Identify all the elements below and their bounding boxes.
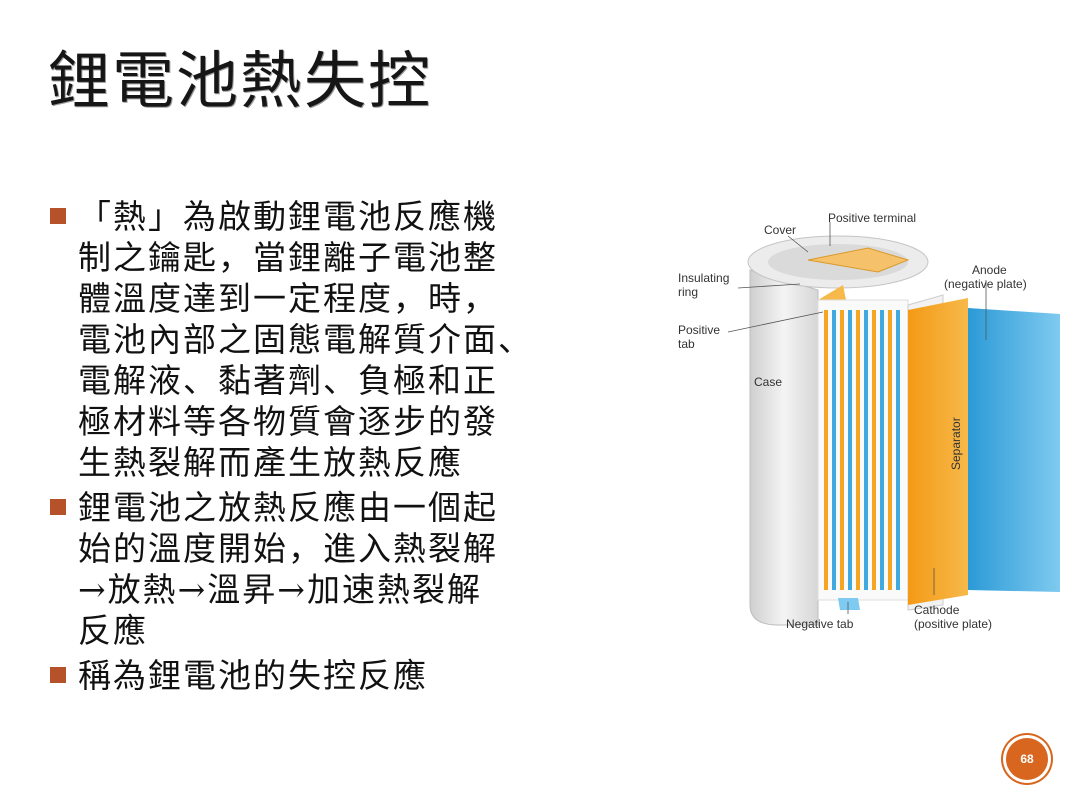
label-positive-terminal: Positive terminal (828, 211, 916, 225)
inner-roll (817, 299, 909, 601)
battery-cutaway-diagram: Cover Positive terminal Insulating ring … (668, 200, 1068, 650)
square-bullet-icon (50, 667, 66, 683)
page-number-badge: 68 (1006, 738, 1048, 780)
bullet-text: 鋰電池之放熱反應由一個起 始的溫度開始，進入熱裂解 →放熱→溫昇→加速熱裂解 反… (78, 488, 498, 650)
label-insulating-ring-1: Insulating (678, 271, 729, 285)
label-negative-tab: Negative tab (786, 617, 854, 631)
bullet-text: 稱為鋰電池的失控反應 (78, 656, 428, 695)
label-insulating-ring-2: ring (678, 285, 698, 299)
bullet-item: 「熱」為啟動鋰電池反應機 制之鑰匙，當鋰離子電池整 體溫度達到一定程度，時， 電… (44, 196, 624, 483)
cathode-sheet (908, 298, 968, 605)
bullet-item: 稱為鋰電池的失控反應 (44, 655, 624, 696)
negative-tab (838, 598, 860, 610)
label-cover: Cover (764, 223, 796, 237)
label-cathode-1: Cathode (914, 603, 960, 617)
bullet-text: 「熱」為啟動鋰電池反應機 制之鑰匙，當鋰離子電池整 體溫度達到一定程度，時， 電… (78, 197, 533, 482)
square-bullet-icon (50, 208, 66, 224)
bullet-list: 「熱」為啟動鋰電池反應機 制之鑰匙，當鋰離子電池整 體溫度達到一定程度，時， 電… (44, 196, 624, 700)
square-bullet-icon (50, 499, 66, 515)
label-case: Case (754, 375, 782, 389)
anode-sheet (968, 308, 1060, 592)
label-anode-1: Anode (972, 263, 1007, 277)
bullet-item: 鋰電池之放熱反應由一個起 始的溫度開始，進入熱裂解 →放熱→溫昇→加速熱裂解 反… (44, 487, 624, 651)
leader-lines (727, 222, 987, 614)
label-anode-2: (negative plate) (944, 277, 1027, 291)
label-positive-tab-2: tab (678, 337, 695, 351)
positive-terminal (807, 247, 910, 273)
battery-case (749, 269, 819, 626)
battery-illustration: Cover Positive terminal Insulating ring … (678, 211, 1060, 631)
label-cathode-2: (positive plate) (914, 617, 992, 631)
label-positive-tab-1: Positive (678, 323, 720, 337)
electrode-layers (824, 310, 900, 590)
label-separator: Separator (949, 417, 963, 470)
slide-title: 鋰電池熱失控 (48, 44, 433, 117)
